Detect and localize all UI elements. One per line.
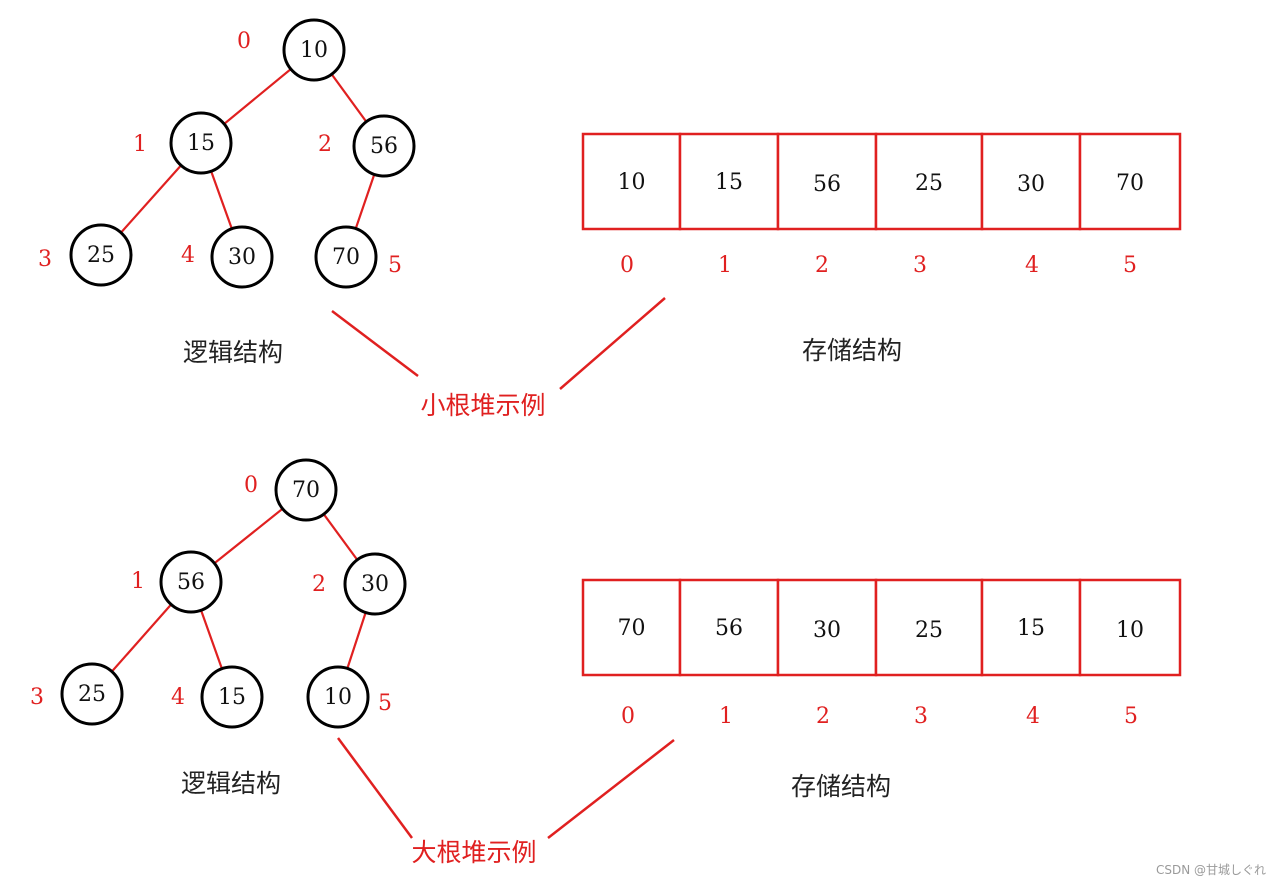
array-cell [980,578,1082,677]
array-cell-value: 56 [813,172,841,197]
array-index-label: 4 [1025,253,1039,278]
tree-index-label: 1 [131,569,145,594]
node-value: 30 [228,245,256,270]
node-circle [352,114,416,178]
node-value: 25 [87,243,115,268]
node-circle [314,225,378,289]
watermark: CSDN @甘城しぐれ [1155,863,1266,877]
array-cell-value: 30 [1017,172,1045,197]
array-index-label: 0 [621,704,635,729]
node-value: 15 [187,131,215,156]
array-cell [581,578,682,677]
array-cell-value: 70 [618,616,646,641]
tree-index-label: 5 [378,691,392,716]
array-cell-value: 25 [915,171,943,196]
array-index-label: 3 [914,704,928,729]
node-circle [282,18,346,82]
array-index-label: 4 [1026,704,1040,729]
node-circle [343,552,407,616]
node-circle [210,225,274,289]
node-value: 30 [361,572,389,597]
tree-node: 10 [306,665,370,729]
max-heap-example: 70 56 30 25 15 10 0 1 2 3 4 5 70 56 30 25 15 10 0 1 2 3 4 5 逻辑结构… [30,458,1182,867]
pointer-line-left [331,310,419,377]
tree-index-label: 0 [244,473,258,498]
node-circle [69,223,133,287]
array-cell-value: 25 [915,618,943,643]
tree-index-label: 1 [133,132,147,157]
example-title: 大根堆示例 [411,838,536,867]
storage-structure-caption: 存储结构 [802,336,902,365]
array-cell-value: 15 [715,170,743,195]
array-index-label: 1 [718,253,732,278]
node-circle [169,111,233,175]
example-title: 小根堆示例 [420,391,545,420]
node-value: 56 [370,134,398,159]
node-circle [60,662,124,726]
storage-array: 10 15 56 25 30 70 [581,132,1182,231]
array-index-label: 2 [815,253,829,278]
array-cell-value: 70 [1116,171,1144,196]
tree-index-label: 3 [38,247,52,272]
node-circle [200,665,264,729]
tree-node: 56 [159,550,223,614]
node-value: 70 [292,478,320,503]
array-cell [1078,578,1182,677]
tree-node: 30 [210,225,274,289]
array-index-label: 2 [816,704,830,729]
array-index-label: 3 [913,253,927,278]
array-cell [874,578,984,677]
tree-node: 56 [352,114,416,178]
tree-node: 10 [282,18,346,82]
array-cell [1078,132,1182,231]
tree-node: 25 [60,662,124,726]
node-circle [306,665,370,729]
array-cell-value: 56 [715,616,743,641]
pointer-line-right [559,297,666,390]
array-cell [678,578,780,677]
tree-index-label: 2 [318,132,332,157]
min-heap-example: 10 15 56 25 30 70 0 1 2 3 4 5 10 15 56 25 30 70 0 1 2 3 4 5 逻辑结构… [38,18,1182,420]
tree-index-label: 4 [181,243,195,268]
array-cell [581,132,682,231]
pointer-line-left [336,737,414,839]
logical-structure-caption: 逻辑结构 [181,769,281,798]
node-value: 25 [78,682,106,707]
array-index-label: 5 [1124,704,1138,729]
tree-index-label: 0 [237,29,251,54]
node-circle [159,550,223,614]
tree-index-label: 2 [312,572,326,597]
tree-node: 25 [69,223,133,287]
array-index-label: 1 [719,704,733,729]
tree-node: 70 [274,458,338,522]
array-cell-value: 15 [1017,616,1045,641]
array-index-label: 5 [1123,253,1137,278]
tree-node: 15 [169,111,233,175]
node-circle [274,458,338,522]
tree-node: 30 [343,552,407,616]
node-value: 10 [324,685,352,710]
tree-index-label: 5 [388,253,402,278]
storage-structure-caption: 存储结构 [791,772,891,801]
tree-node: 70 [314,225,378,289]
tree-index-label: 3 [30,685,44,710]
array-cell [874,132,984,231]
array-index-label: 0 [620,253,634,278]
array-cell-value: 10 [618,170,646,195]
array-cell [776,132,878,231]
array-cell-value: 30 [813,618,841,643]
node-value: 56 [177,570,205,595]
storage-array: 70 56 30 25 15 10 [581,578,1182,677]
node-value: 10 [300,38,328,63]
logical-structure-caption: 逻辑结构 [183,338,283,367]
node-value: 70 [332,245,360,270]
array-cell-value: 10 [1116,618,1144,643]
pointer-line-right [547,739,675,839]
tree-index-label: 4 [171,685,185,710]
node-value: 15 [218,685,246,710]
array-cell [980,132,1082,231]
array-cell [678,132,780,231]
tree-node: 15 [200,665,264,729]
